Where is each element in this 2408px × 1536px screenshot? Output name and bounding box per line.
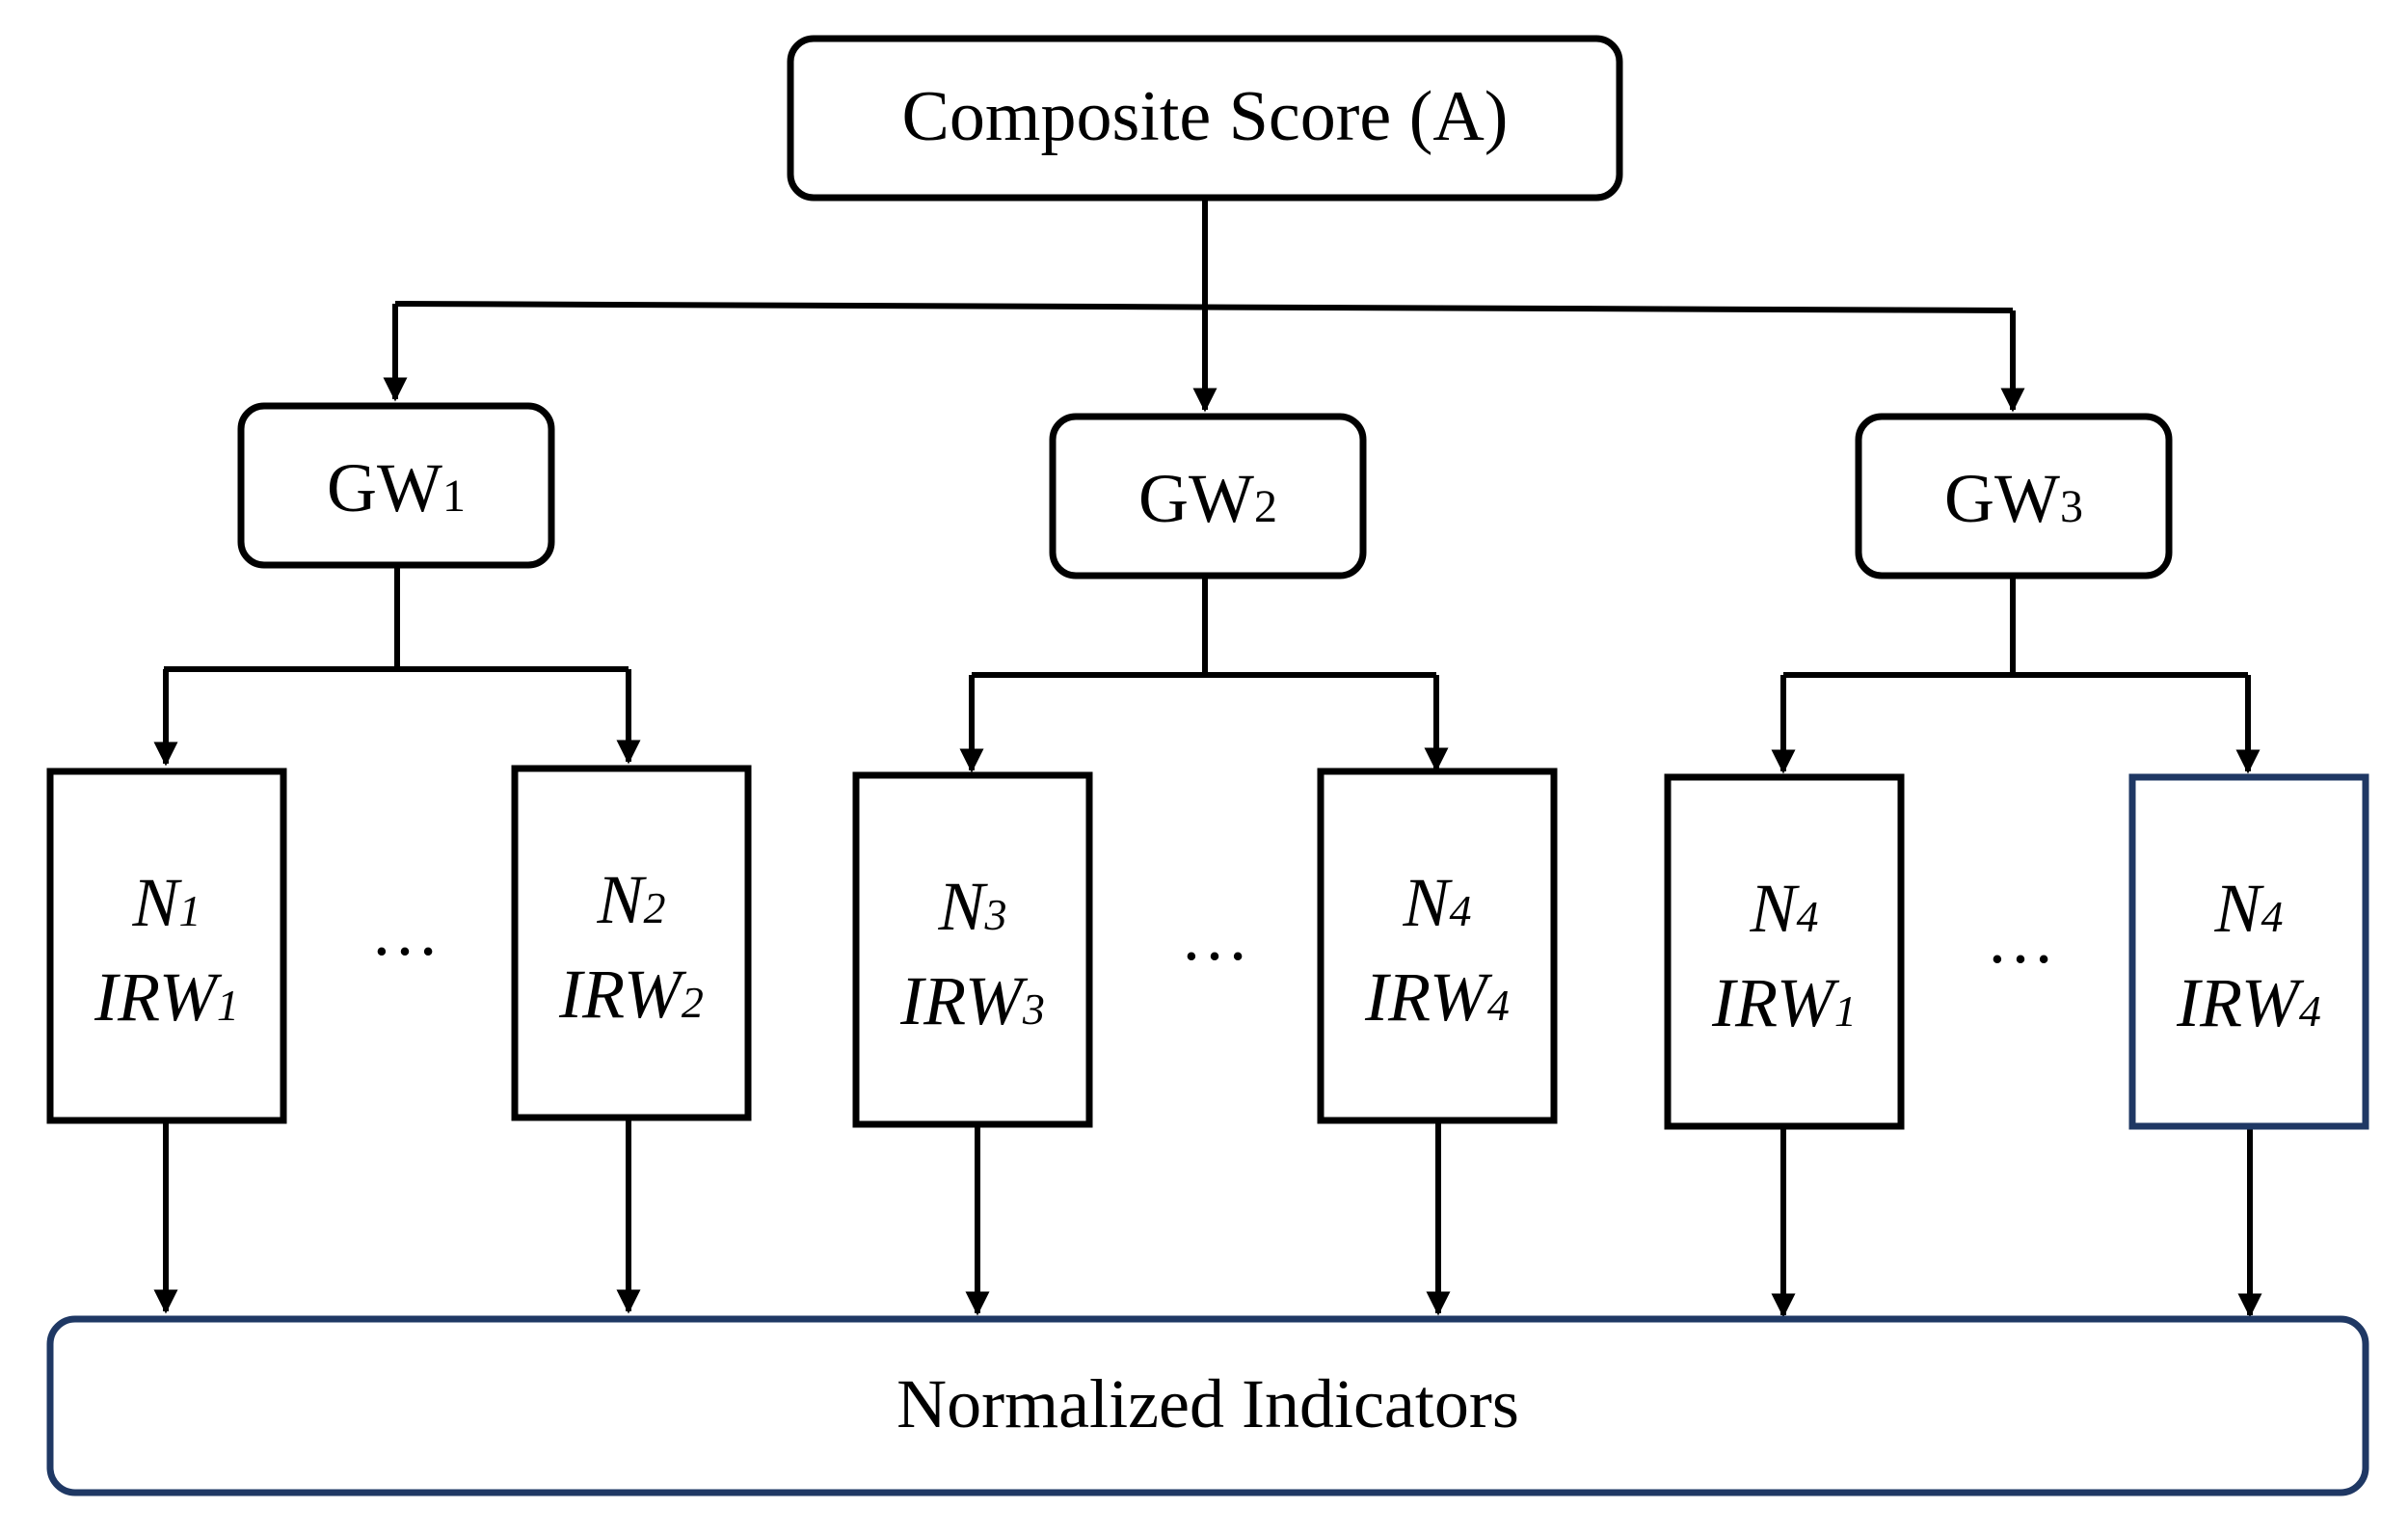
indicator-6-irw: IRW4: [2176, 964, 2321, 1041]
group-weight-node-3: GW3: [1855, 413, 2173, 579]
bottom-connectors: [153, 1118, 2262, 1318]
ellipsis-group-3: …: [1986, 901, 2055, 978]
normalized-indicators-node: Normalized Indicators: [46, 1315, 2369, 1496]
indicator-5-irw: IRW1: [1711, 964, 1857, 1041]
gw3-sub: 3: [2060, 481, 2083, 532]
connector-horizontal-top: [394, 301, 2014, 313]
indicator-5-irw-main: IRW: [1711, 964, 1840, 1041]
gw2-sub: 2: [1254, 481, 1277, 532]
indicator-2-n-main: N: [596, 861, 647, 938]
indicator-1-n: N1: [131, 864, 201, 941]
indicator-3-irw-sub: 3: [1022, 984, 1045, 1034]
gw2-main: GW: [1138, 460, 1254, 537]
normalized-indicators-box: [46, 1315, 2369, 1496]
gw3-main: GW: [1944, 460, 2060, 537]
group-weight-node-2: GW2: [1049, 413, 1367, 579]
indicator-node-5: N4 IRW1: [1664, 773, 1905, 1130]
indicator-3-n: N3: [937, 868, 1006, 945]
indicator-node-6: N4 IRW4: [2128, 773, 2369, 1130]
gw1-label: GW1: [327, 449, 466, 526]
indicator-3-box: [852, 771, 1093, 1128]
indicator-3-irw: IRW3: [899, 962, 1045, 1039]
indicator-6-n-sub: 4: [2261, 892, 2284, 941]
indicator-4-irw-main: IRW: [1364, 958, 1493, 1036]
indicator-2-box: [511, 765, 752, 1121]
gw2-box: [1049, 413, 1367, 579]
gw3-box: [1855, 413, 2173, 579]
normalized-indicators-label: Normalized Indicators: [896, 1365, 1519, 1442]
indicator-1-irw-sub: 1: [217, 981, 239, 1030]
indicator-3-n-main: N: [937, 868, 988, 945]
indicator-5-n: N4: [1749, 870, 1818, 947]
indicator-node-3: N3 IRW3: [852, 771, 1093, 1128]
indicator-6-box: [2128, 773, 2369, 1130]
indicator-2-n-sub: 2: [644, 883, 666, 932]
indicator-1-box: [46, 768, 287, 1124]
indicator-4-n: N4: [1402, 864, 1471, 941]
gw1-main: GW: [327, 449, 442, 526]
indicator-node-4: N4 IRW4: [1317, 768, 1558, 1124]
gw1-box: [237, 402, 555, 569]
indicator-6-irw-main: IRW: [2176, 964, 2305, 1041]
gw2-label: GW2: [1138, 460, 1277, 537]
indicator-1-n-main: N: [131, 864, 182, 941]
ellipsis-group-1: …: [370, 893, 440, 970]
indicator-4-n-sub: 4: [1450, 886, 1472, 935]
indicator-3-n-sub: 3: [984, 890, 1007, 939]
indicator-2-irw: IRW2: [558, 956, 704, 1033]
indicator-node-1: N1 IRW1: [46, 768, 287, 1124]
composite-score-node: Composite Score (A): [787, 35, 1623, 202]
gw3-label: GW3: [1944, 460, 2083, 537]
top-connectors: [383, 198, 2025, 413]
indicator-3-irw-main: IRW: [899, 962, 1029, 1039]
composite-score-box: [787, 35, 1623, 202]
indicator-5-irw-sub: 1: [1834, 986, 1857, 1036]
indicator-2-n: N2: [596, 861, 665, 938]
indicator-6-n: N4: [2213, 870, 2283, 947]
indicator-5-n-sub: 4: [1797, 892, 1819, 941]
ellipsis-group-2: …: [1180, 898, 1249, 975]
indicator-1-irw-main: IRW: [94, 958, 223, 1036]
indicator-1-irw: IRW1: [94, 958, 239, 1036]
composite-score-label: Composite Score (A): [902, 77, 1509, 156]
indicator-4-n-main: N: [1402, 864, 1453, 941]
indicator-4-box: [1317, 768, 1558, 1124]
group-weight-node-1: GW1: [237, 402, 555, 569]
indicator-2-irw-main: IRW: [558, 956, 687, 1033]
indicator-6-n-main: N: [2213, 870, 2264, 947]
indicator-4-irw-sub: 4: [1487, 981, 1510, 1030]
group-connectors: [153, 566, 2261, 774]
indicator-4-irw: IRW4: [1364, 958, 1510, 1036]
indicator-node-2: N2 IRW2: [511, 765, 752, 1121]
indicator-5-n-main: N: [1749, 870, 1800, 947]
indicator-5-box: [1664, 773, 1905, 1130]
indicator-1-n-sub: 1: [179, 886, 201, 935]
indicator-6-irw-sub: 4: [2299, 986, 2321, 1036]
indicator-2-irw-sub: 2: [682, 978, 704, 1027]
gw1-sub: 1: [442, 471, 466, 522]
